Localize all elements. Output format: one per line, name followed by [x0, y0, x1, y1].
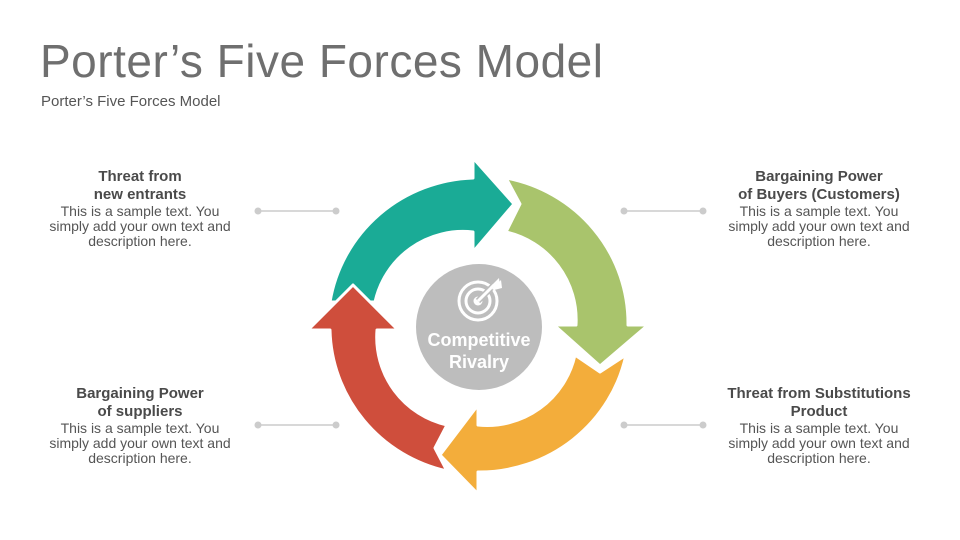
- force-bargaining-buyers: Bargaining Power of Buyers (Customers) T…: [709, 168, 929, 249]
- force-heading-line2: of suppliers: [97, 403, 183, 420]
- connector-top-right: [620, 207, 707, 215]
- connector-bottom-right: [620, 421, 707, 429]
- green-arrow: [504, 176, 650, 368]
- force-desc-line3: description here.: [88, 233, 192, 249]
- force-desc-line2: simply add your own text and: [49, 435, 231, 451]
- force-desc-line3: description here.: [88, 450, 192, 466]
- force-heading-line1: Bargaining Power: [76, 385, 204, 402]
- force-desc-line2: simply add your own text and: [49, 218, 231, 234]
- center-label-line2: Rivalry: [449, 352, 509, 372]
- force-desc-line1: This is a sample text. You: [60, 420, 220, 436]
- center-label-line1: Competitive: [427, 330, 530, 350]
- force-bargaining-suppliers: Bargaining Power of suppliers This is a …: [30, 385, 250, 466]
- center-circle: [416, 264, 542, 390]
- orange-arrow: [438, 353, 628, 496]
- force-desc-line1: This is a sample text. You: [739, 420, 899, 436]
- force-heading-line1: Threat from Substitutions: [727, 385, 911, 402]
- force-desc-line1: This is a sample text. You: [60, 203, 220, 219]
- force-desc-line3: description here.: [767, 450, 871, 466]
- force-desc-line2: simply add your own text and: [728, 218, 910, 234]
- page-subtitle: Porter’s Five Forces Model: [41, 93, 221, 110]
- page-title: Porter’s Five Forces Model: [40, 35, 604, 87]
- red-arrow: [306, 283, 449, 473]
- force-threat-new-entrants: Threat from new entrants This is a sampl…: [30, 168, 250, 249]
- force-desc-line1: This is a sample text. You: [739, 203, 899, 219]
- force-desc-line3: description here.: [767, 233, 871, 249]
- connector-top-left: [254, 207, 340, 215]
- connector-bottom-left: [254, 421, 340, 429]
- force-heading-line1: Threat from: [98, 168, 182, 185]
- force-desc-line2: simply add your own text and: [728, 435, 910, 451]
- force-heading-line2: of Buyers (Customers): [738, 186, 900, 203]
- force-heading-line2: new entrants: [93, 186, 187, 203]
- force-heading-line1: Bargaining Power: [755, 168, 883, 185]
- teal-arrow: [328, 156, 516, 304]
- force-threat-substitutes: Threat from Substitutions Product This i…: [709, 385, 929, 466]
- target-icon: [457, 278, 502, 322]
- force-heading-line2: Product: [790, 403, 848, 420]
